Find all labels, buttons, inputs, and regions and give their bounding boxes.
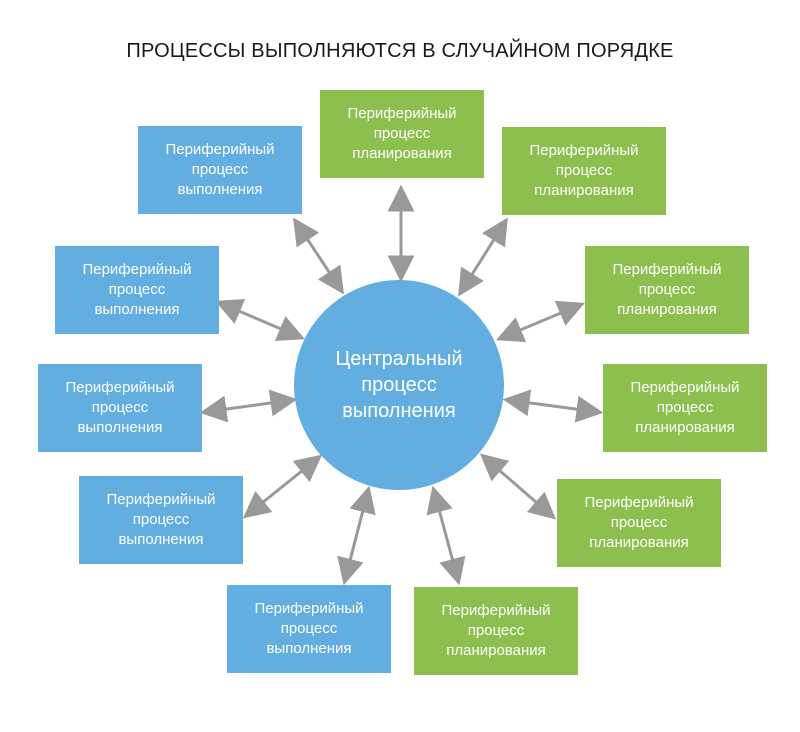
peripheral-execution-node-5: Периферийный процесс выполнения [227, 585, 391, 673]
arrow-planning-4 [502, 389, 604, 423]
diagram-title: ПРОЦЕССЫ ВЫПОЛНЯЮТСЯ В СЛУЧАЙНОМ ПОРЯДКЕ [126, 40, 674, 62]
peripheral-execution-node-4: Периферийный процесс выполнения [79, 476, 243, 564]
peripheral-execution-node-3: Периферийный процесс выполнения [38, 364, 202, 452]
peripheral-planning-node-6: Периферийный процесс планирования [414, 587, 578, 675]
arrow-planning-5 [479, 453, 557, 520]
peripheral-planning-node-2: Периферийный процесс планирования [502, 127, 666, 215]
arrow-execution-3 [199, 389, 298, 423]
peripheral-planning-node-1: Периферийный процесс планирования [320, 90, 484, 178]
peripheral-planning-node-4: Периферийный процесс планирования [603, 364, 767, 452]
peripheral-planning-node-3: Периферийный процесс планирования [585, 246, 749, 334]
arrow-planning-2 [458, 217, 508, 297]
peripheral-execution-node-1: Периферийный процесс выполнения [138, 126, 302, 214]
peripheral-execution-node-2: Периферийный процесс выполнения [55, 246, 219, 334]
arrow-planning-6 [426, 485, 466, 586]
arrow-execution-4 [242, 454, 323, 519]
arrow-execution-2 [215, 299, 305, 341]
central-process-circle: Центральный процесс выполнения [294, 280, 504, 490]
arrow-execution-5 [337, 485, 376, 586]
peripheral-planning-node-5: Периферийный процесс планирования [557, 479, 721, 567]
arrow-execution-1 [293, 217, 344, 295]
arrow-planning-3 [496, 300, 585, 343]
